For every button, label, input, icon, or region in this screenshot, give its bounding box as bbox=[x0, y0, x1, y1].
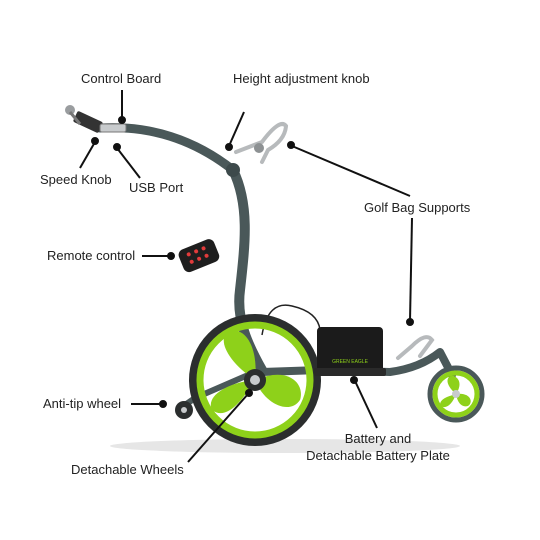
leader-height-knob bbox=[228, 111, 245, 147]
leader-detachable-wheels bbox=[187, 393, 249, 463]
label-remote-control: Remote control bbox=[47, 248, 136, 263]
leader-speed-knob bbox=[79, 141, 96, 169]
leader-battery bbox=[354, 380, 378, 429]
ground-shadow bbox=[110, 439, 460, 453]
hinge-joint bbox=[226, 163, 240, 177]
label-usb-port: USB Port bbox=[129, 180, 184, 195]
label-speed-knob: Speed Knob bbox=[40, 172, 112, 187]
lower-bag-support bbox=[396, 335, 435, 360]
leader-usb-port bbox=[116, 147, 141, 179]
label-golf-bag-supports: Golf Bag Supports bbox=[364, 200, 471, 215]
label-anti-tip-wheel: Anti-tip wheel bbox=[43, 396, 122, 411]
rear-wheel bbox=[189, 314, 321, 446]
front-wheel bbox=[427, 365, 485, 423]
leader-lines bbox=[79, 90, 414, 463]
label-height-knob: Height adjustment knob bbox=[233, 71, 370, 86]
control-board-shape bbox=[73, 111, 103, 133]
leader-golf-bag-bottom bbox=[409, 217, 413, 322]
height-knob-shape bbox=[254, 143, 264, 153]
lower-chassis bbox=[258, 348, 456, 379]
leader-golf-bag-top bbox=[291, 145, 411, 197]
anti-tip-wheel-shape bbox=[175, 401, 193, 419]
battery-plate bbox=[314, 368, 386, 376]
top-bag-support bbox=[234, 122, 289, 164]
label-control-board: Control Board bbox=[81, 71, 162, 86]
battery-box bbox=[317, 327, 383, 373]
battery-brand-text: GREEN EAGLE bbox=[332, 359, 369, 365]
speed-knob-stem bbox=[68, 111, 82, 125]
usb-port-shape bbox=[99, 123, 127, 133]
label-detachable-wheels: Detachable Wheels bbox=[71, 462, 184, 477]
speed-knob-shape bbox=[65, 105, 75, 115]
label-battery-line1: Battery and bbox=[344, 431, 412, 446]
remote-control-shape bbox=[178, 239, 220, 273]
label-battery-line2: Detachable Battery Plate bbox=[306, 448, 450, 463]
